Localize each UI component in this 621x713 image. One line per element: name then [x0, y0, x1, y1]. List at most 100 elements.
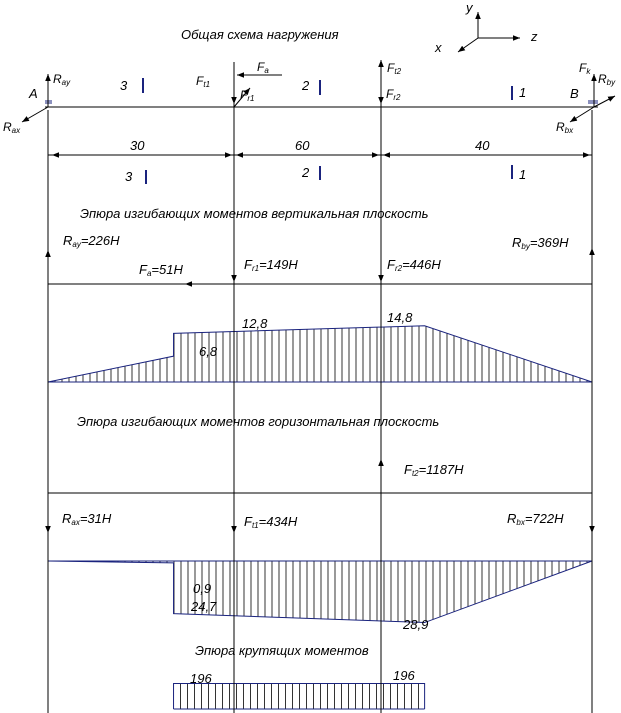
svg-text:Fk: Fk [579, 61, 591, 76]
axis-x-label: x [434, 40, 442, 55]
ft2-letter: F [387, 61, 395, 75]
vertical-moment-diagram [47, 325, 593, 383]
svg-text:Rby: Rby [598, 72, 616, 87]
h-ft2-value: =1187H [419, 462, 465, 477]
h-moment-peak: 28,9 [402, 617, 428, 632]
torque-title: Эпюра крутящих моментов [195, 643, 369, 658]
point-a-label: A [28, 86, 38, 101]
v-rby-letter: R [512, 235, 521, 250]
t-moment-right: 196 [393, 668, 415, 683]
guide-lines [47, 62, 593, 713]
h-moment-left-a: 0,9 [193, 581, 211, 596]
rbx-letter: R [556, 120, 565, 134]
svg-text:Fa=51H: Fa=51H [139, 262, 183, 278]
svg-text:Ft2: Ft2 [387, 61, 402, 76]
v-fr2-value: =446H [402, 257, 441, 272]
v-fr2-letter: F [387, 257, 396, 272]
fr2-letter: F [386, 87, 394, 101]
v-fr1-sub: r1 [252, 264, 259, 273]
svg-text:Fr1: Fr1 [240, 88, 254, 103]
fr1-letter: F [240, 88, 248, 102]
fk-letter: F [579, 61, 587, 75]
section-2-top: 2 [301, 78, 310, 93]
fa-sub: a [264, 66, 269, 75]
v-fa-sub: a [147, 269, 152, 278]
svg-text:Rbx=722H: Rbx=722H [507, 511, 564, 527]
section-2-bottom: 2 [301, 165, 310, 180]
coordinate-axes: y z x [434, 0, 538, 55]
svg-text:Ray=226H: Ray=226H [63, 233, 120, 249]
section-1-top: 1 [519, 85, 526, 100]
svg-text:Ft1: Ft1 [196, 74, 210, 89]
horizontal-moment-diagram [47, 560, 593, 624]
svg-text:Rax: Rax [3, 120, 21, 135]
ray-sub: ay [62, 78, 71, 87]
v-fr2-sub: r2 [395, 264, 403, 273]
point-b-label: B [570, 86, 579, 101]
dimension-row: 30 60 40 3 2 1 [48, 138, 592, 184]
v-fr1-value: =149H [259, 257, 298, 272]
section-3-bottom: 3 [125, 169, 133, 184]
dim-30: 30 [130, 138, 145, 153]
v-ray-sub: ay [72, 240, 81, 249]
h-ft1-value: =434H [259, 514, 298, 529]
svg-text:Rby=369H: Rby=369H [512, 235, 569, 251]
h-rax-sub: ax [71, 518, 80, 527]
ft1-sub: t1 [203, 80, 210, 89]
v-moment-peak: 14,8 [387, 310, 413, 325]
section-3-top: 3 [120, 78, 128, 93]
torque-diagram [173, 683, 426, 710]
v-fr1-letter: F [244, 257, 253, 272]
fk-sub: k [586, 67, 591, 76]
dim-60: 60 [295, 138, 310, 153]
shaft-scheme: A Ray Rax B Fk Rby Rbx Fa Ft1 Fr1 Ft2 Fr… [3, 60, 616, 135]
v-fa-value: =51H [151, 262, 183, 277]
dim-40: 40 [475, 138, 490, 153]
vertical-title: Эпюра изгибающих моментов вертикальная п… [80, 206, 429, 221]
v-moment-outline [47, 325, 593, 383]
v-rby-sub: by [521, 242, 530, 251]
t-moment-left: 196 [190, 671, 212, 686]
horizontal-loads: Ft2=1187H Rax=31H Ft1=434H Rbx=722H [45, 459, 595, 533]
rby-letter: R [598, 72, 607, 86]
h-moment-outline [47, 560, 593, 624]
t-moment-outline [173, 683, 426, 709]
fr2-sub: r2 [393, 93, 401, 102]
v-moment-jump: 12,8 [242, 316, 268, 331]
v-rby-value: =369H [530, 235, 569, 250]
scheme-title: Общая схема нагружения [181, 27, 339, 42]
section-1-bottom: 1 [519, 167, 526, 182]
svg-text:Fr1=149H: Fr1=149H [244, 257, 298, 273]
ray-letter: R [53, 72, 62, 86]
svg-text:Ft1=434H: Ft1=434H [244, 514, 298, 530]
rax-letter: R [3, 120, 12, 134]
h-moment-left-b: 24,7 [190, 599, 217, 614]
h-ft1-letter: F [244, 514, 253, 529]
v-moment-left: 6,8 [199, 344, 218, 359]
svg-text:Fr2: Fr2 [386, 87, 401, 102]
svg-text:Ft2=1187H: Ft2=1187H [404, 462, 464, 478]
rbx-sub: bx [565, 126, 574, 135]
svg-text:Ray: Ray [53, 72, 71, 87]
svg-text:Fr2=446H: Fr2=446H [387, 257, 441, 273]
v-ray-value: =226H [81, 233, 120, 248]
rax-sub: ax [12, 126, 21, 135]
ft1-letter: F [196, 74, 204, 88]
h-rbx-value: =722H [525, 511, 564, 526]
svg-text:Rax=31H: Rax=31H [62, 511, 112, 527]
horizontal-title: Эпюра изгибающих моментов горизонтальная… [77, 414, 439, 429]
h-ft2-sub: t2 [412, 469, 419, 478]
ft2-sub: t2 [394, 67, 401, 76]
svg-text:Fa: Fa [257, 60, 269, 75]
h-rbx-letter: R [507, 511, 516, 526]
svg-text:Rbx: Rbx [556, 120, 574, 135]
h-rbx-sub: bx [516, 518, 525, 527]
h-ft1-sub: t1 [252, 521, 259, 530]
h-ft2-letter: F [404, 462, 413, 477]
h-rax-value: =31H [80, 511, 112, 526]
axis-z-label: z [530, 29, 538, 44]
vertical-loads: Ray=226H Rby=369H Fa=51H Fr1=149H Fr2=44… [45, 233, 595, 287]
fr1-sub: r1 [247, 94, 254, 103]
fa-letter: F [257, 60, 265, 74]
